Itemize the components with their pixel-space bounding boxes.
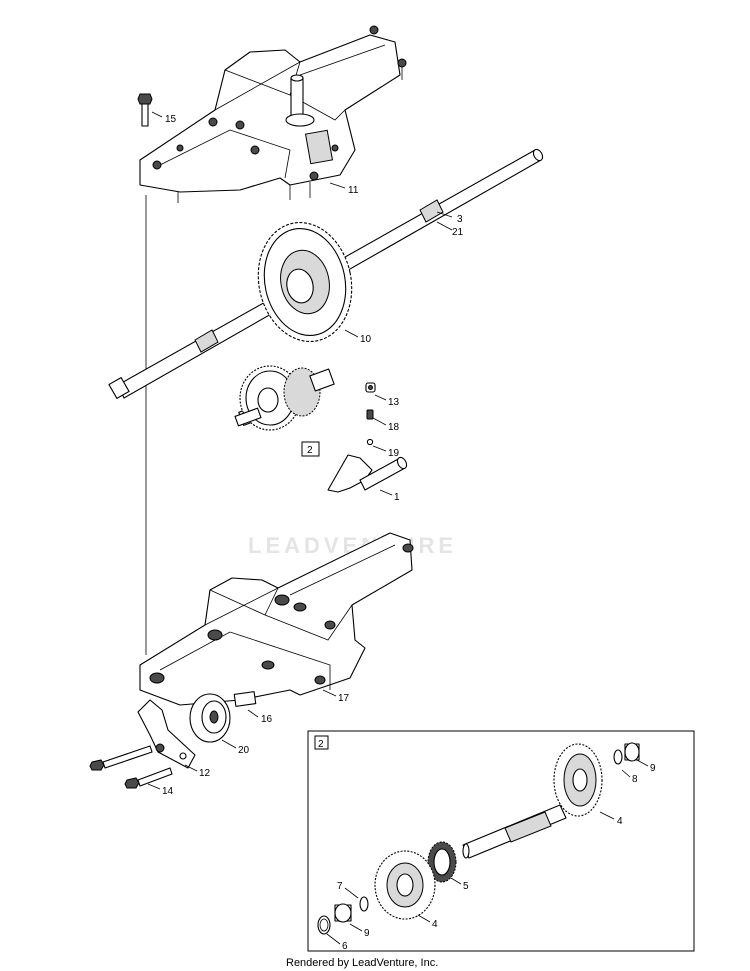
inset-spur-gear-bottom[interactable] (374, 850, 436, 920)
callout-13: 13 (388, 397, 400, 408)
callout-11: 11 (348, 185, 359, 196)
callout-3: 3 (457, 214, 463, 225)
detail-inset-box (307, 730, 695, 952)
inset-callout-5: 5 (463, 881, 469, 892)
inset-callout-8: 8 (632, 774, 638, 785)
spring-18[interactable] (366, 409, 374, 420)
shift-fork-1[interactable] (327, 454, 408, 493)
subassembly-tag-box (301, 441, 320, 457)
ring-gear-10[interactable] (248, 214, 363, 351)
inset-bushing-9-top[interactable] (624, 742, 640, 762)
callout-17: 17 (338, 693, 350, 704)
lower-housing[interactable] (139, 532, 414, 706)
cap-screw-13[interactable] (365, 382, 376, 393)
inset-bevel-gear-top[interactable] (553, 743, 603, 817)
callout-21: 21 (452, 227, 464, 238)
callout-15: 15 (165, 114, 177, 125)
bolt-14[interactable] (124, 767, 173, 789)
inset-callout-4-bottom: 4 (432, 919, 438, 930)
callout-12: 12 (199, 768, 211, 779)
upper-housing[interactable] (139, 25, 407, 203)
inset-callout-9-top: 9 (650, 763, 656, 774)
detail-inset-tag: 2 (318, 739, 324, 750)
inset-callout-9-bottom: 9 (364, 928, 370, 939)
inset-callout-6: 6 (342, 941, 348, 952)
inset-callout-4-top: 4 (617, 816, 623, 827)
bolt-15[interactable] (137, 93, 153, 127)
idler-arm-12[interactable] (137, 699, 196, 769)
leader-lines (147, 111, 649, 945)
credit-text: Rendered by LeadVenture, Inc. (286, 957, 438, 969)
pad-16[interactable] (233, 691, 257, 707)
callout-16: 16 (261, 714, 273, 725)
pulley-20[interactable] (189, 693, 231, 743)
subassembly-tag: 2 (307, 445, 313, 456)
inset-washer-8[interactable] (613, 749, 623, 765)
ball-19[interactable] (366, 438, 374, 446)
callout-1: 1 (394, 492, 400, 503)
inset-washer-7[interactable] (359, 896, 369, 912)
inset-ring-6[interactable] (317, 915, 331, 935)
callout-10: 10 (360, 334, 372, 345)
callout-14: 14 (162, 786, 174, 797)
callout-19: 19 (388, 448, 400, 459)
bolt-upper-left[interactable] (89, 745, 153, 771)
detail-inset-tag-box (314, 735, 329, 750)
bevel-gear-cluster-2[interactable] (234, 365, 335, 431)
callout-20: 20 (238, 745, 250, 756)
inset-callout-7: 7 (337, 881, 343, 892)
callout-18: 18 (388, 422, 400, 433)
inset-splined-shaft[interactable] (462, 804, 567, 859)
inset-gear-5[interactable] (427, 841, 457, 883)
inset-bushing-9-bottom[interactable] (334, 903, 352, 923)
